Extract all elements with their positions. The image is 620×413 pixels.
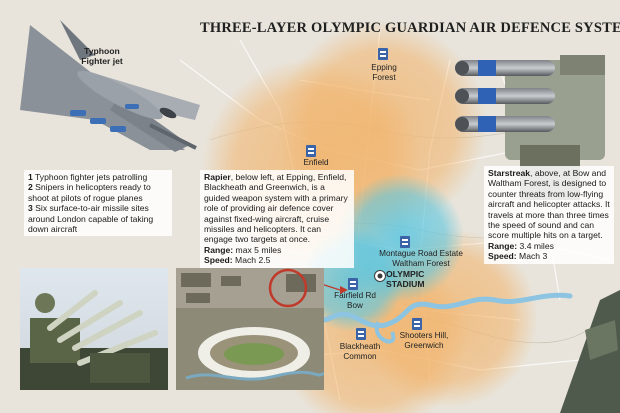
- starstreak-name: Starstreak: [488, 168, 531, 178]
- rapier-range-label: Range:: [204, 244, 234, 255]
- rapier-speed-label: Speed:: [204, 255, 233, 266]
- stadium-icon: [374, 270, 386, 282]
- typhoon-label: Typhoon Fighter jet: [81, 46, 123, 66]
- starstreak-range-label: Range:: [488, 240, 518, 251]
- site-icon: [378, 48, 388, 60]
- starstreak-range-value: 3.4 miles: [519, 240, 554, 251]
- site-icon: [356, 328, 366, 340]
- olympic-stadium-photo: [176, 268, 324, 390]
- layer-item: 2 Snipers in helicopters ready to shoot …: [28, 182, 151, 203]
- layers-box: 1 Typhoon fighter jets patrolling 2 Snip…: [24, 170, 172, 237]
- fairfield-rd-label: Fairfield Rd Bow: [334, 291, 376, 310]
- starstreak-description: , above, at Bow and Waltham Forest, is d…: [488, 168, 610, 241]
- montague-road-label: Montague Road Estate Waltham Forest: [379, 249, 463, 268]
- starstreak-speed-value: Mach 3: [519, 251, 548, 262]
- shooters-hill-label: Shooters Hill, Greenwich: [399, 331, 449, 350]
- site-icon: [348, 278, 358, 290]
- rapier-name: Rapier: [204, 172, 231, 182]
- rapier-speed-value: Mach 2.5: [235, 255, 271, 266]
- starstreak-info-box: Starstreak, above, at Bow and Waltham Fo…: [484, 166, 614, 264]
- rapier-description: , below left, at Epping, Enfield, Blackh…: [204, 172, 348, 245]
- rapier-photo: [20, 268, 168, 390]
- soldier-corner-illustration: [560, 290, 620, 413]
- epping-forest-label: Epping Forest: [371, 63, 397, 82]
- blackheath-common-label: Blackheath Common: [339, 342, 381, 361]
- starstreak-speed-label: Speed:: [488, 251, 517, 262]
- rapier-range-value: max 5 miles: [235, 244, 282, 255]
- infographic-title: THREE-LAYER OLYMPIC GUARDIAN AIR DEFENCE…: [200, 20, 620, 36]
- site-icon: [306, 145, 316, 157]
- olympic-stadium-label: OLYMPIC STADIUM: [386, 269, 425, 289]
- typhoon-jet-illustration: [20, 20, 200, 152]
- river-loop: [374, 321, 396, 344]
- site-icon: [400, 236, 410, 248]
- enfield-label: Enfield: [303, 158, 329, 167]
- layer-item: 1 Typhoon fighter jets patrolling: [28, 172, 148, 182]
- rapier-info-box: Rapier, below left, at Epping, Enfield, …: [200, 170, 354, 268]
- site-icon: [412, 318, 422, 330]
- layer-item: 3 Six surface-to-air missile sites aroun…: [28, 203, 154, 235]
